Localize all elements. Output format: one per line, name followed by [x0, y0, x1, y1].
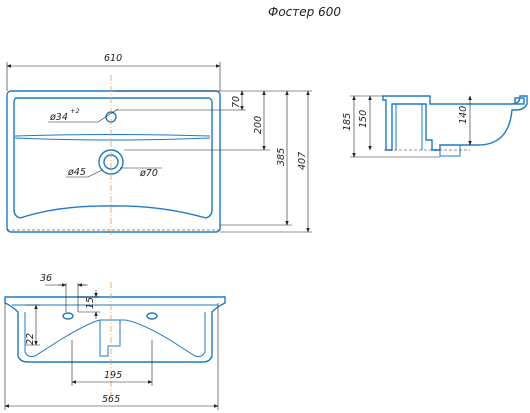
- dim-edge-height: 22: [25, 333, 36, 345]
- dim-side-inner-height: 150: [358, 110, 369, 128]
- dim-side-bowl-height: 140: [458, 106, 469, 124]
- dim-bowl-width: 195: [104, 370, 122, 381]
- dim-tap-hole: ø34: [49, 112, 68, 123]
- dim-drain-distance: 200: [253, 116, 264, 134]
- side-section-outline: [382, 95, 528, 151]
- front-view: 36 15 22 195 565: [4, 273, 226, 410]
- dim-side-total-height: 185: [342, 113, 353, 131]
- side-view: 185 150 140: [342, 95, 528, 158]
- dim-inner-depth: 385: [276, 148, 287, 166]
- dim-hole-offset: 36: [40, 273, 52, 284]
- dim-drain-outer: ø70: [139, 168, 158, 179]
- dim-tap-hole-tol: +2: [70, 107, 80, 115]
- dim-total-width: 565: [102, 394, 120, 405]
- dim-width-top: 610: [104, 53, 122, 64]
- sink-bowl-outline: [13, 97, 213, 219]
- dim-hole-height: 15: [85, 297, 96, 309]
- drawing-title: Фостер 600: [268, 5, 341, 19]
- sink-outer-outline: [6, 90, 221, 233]
- front-outline: [4, 296, 226, 363]
- dim-drain-inner: ø45: [67, 167, 86, 178]
- dim-total-depth: 407: [297, 152, 308, 170]
- dim-tap-distance: 70: [231, 96, 242, 108]
- top-view: 610 ø34 +2 ø45 ø70 70 200 385 407: [6, 53, 312, 235]
